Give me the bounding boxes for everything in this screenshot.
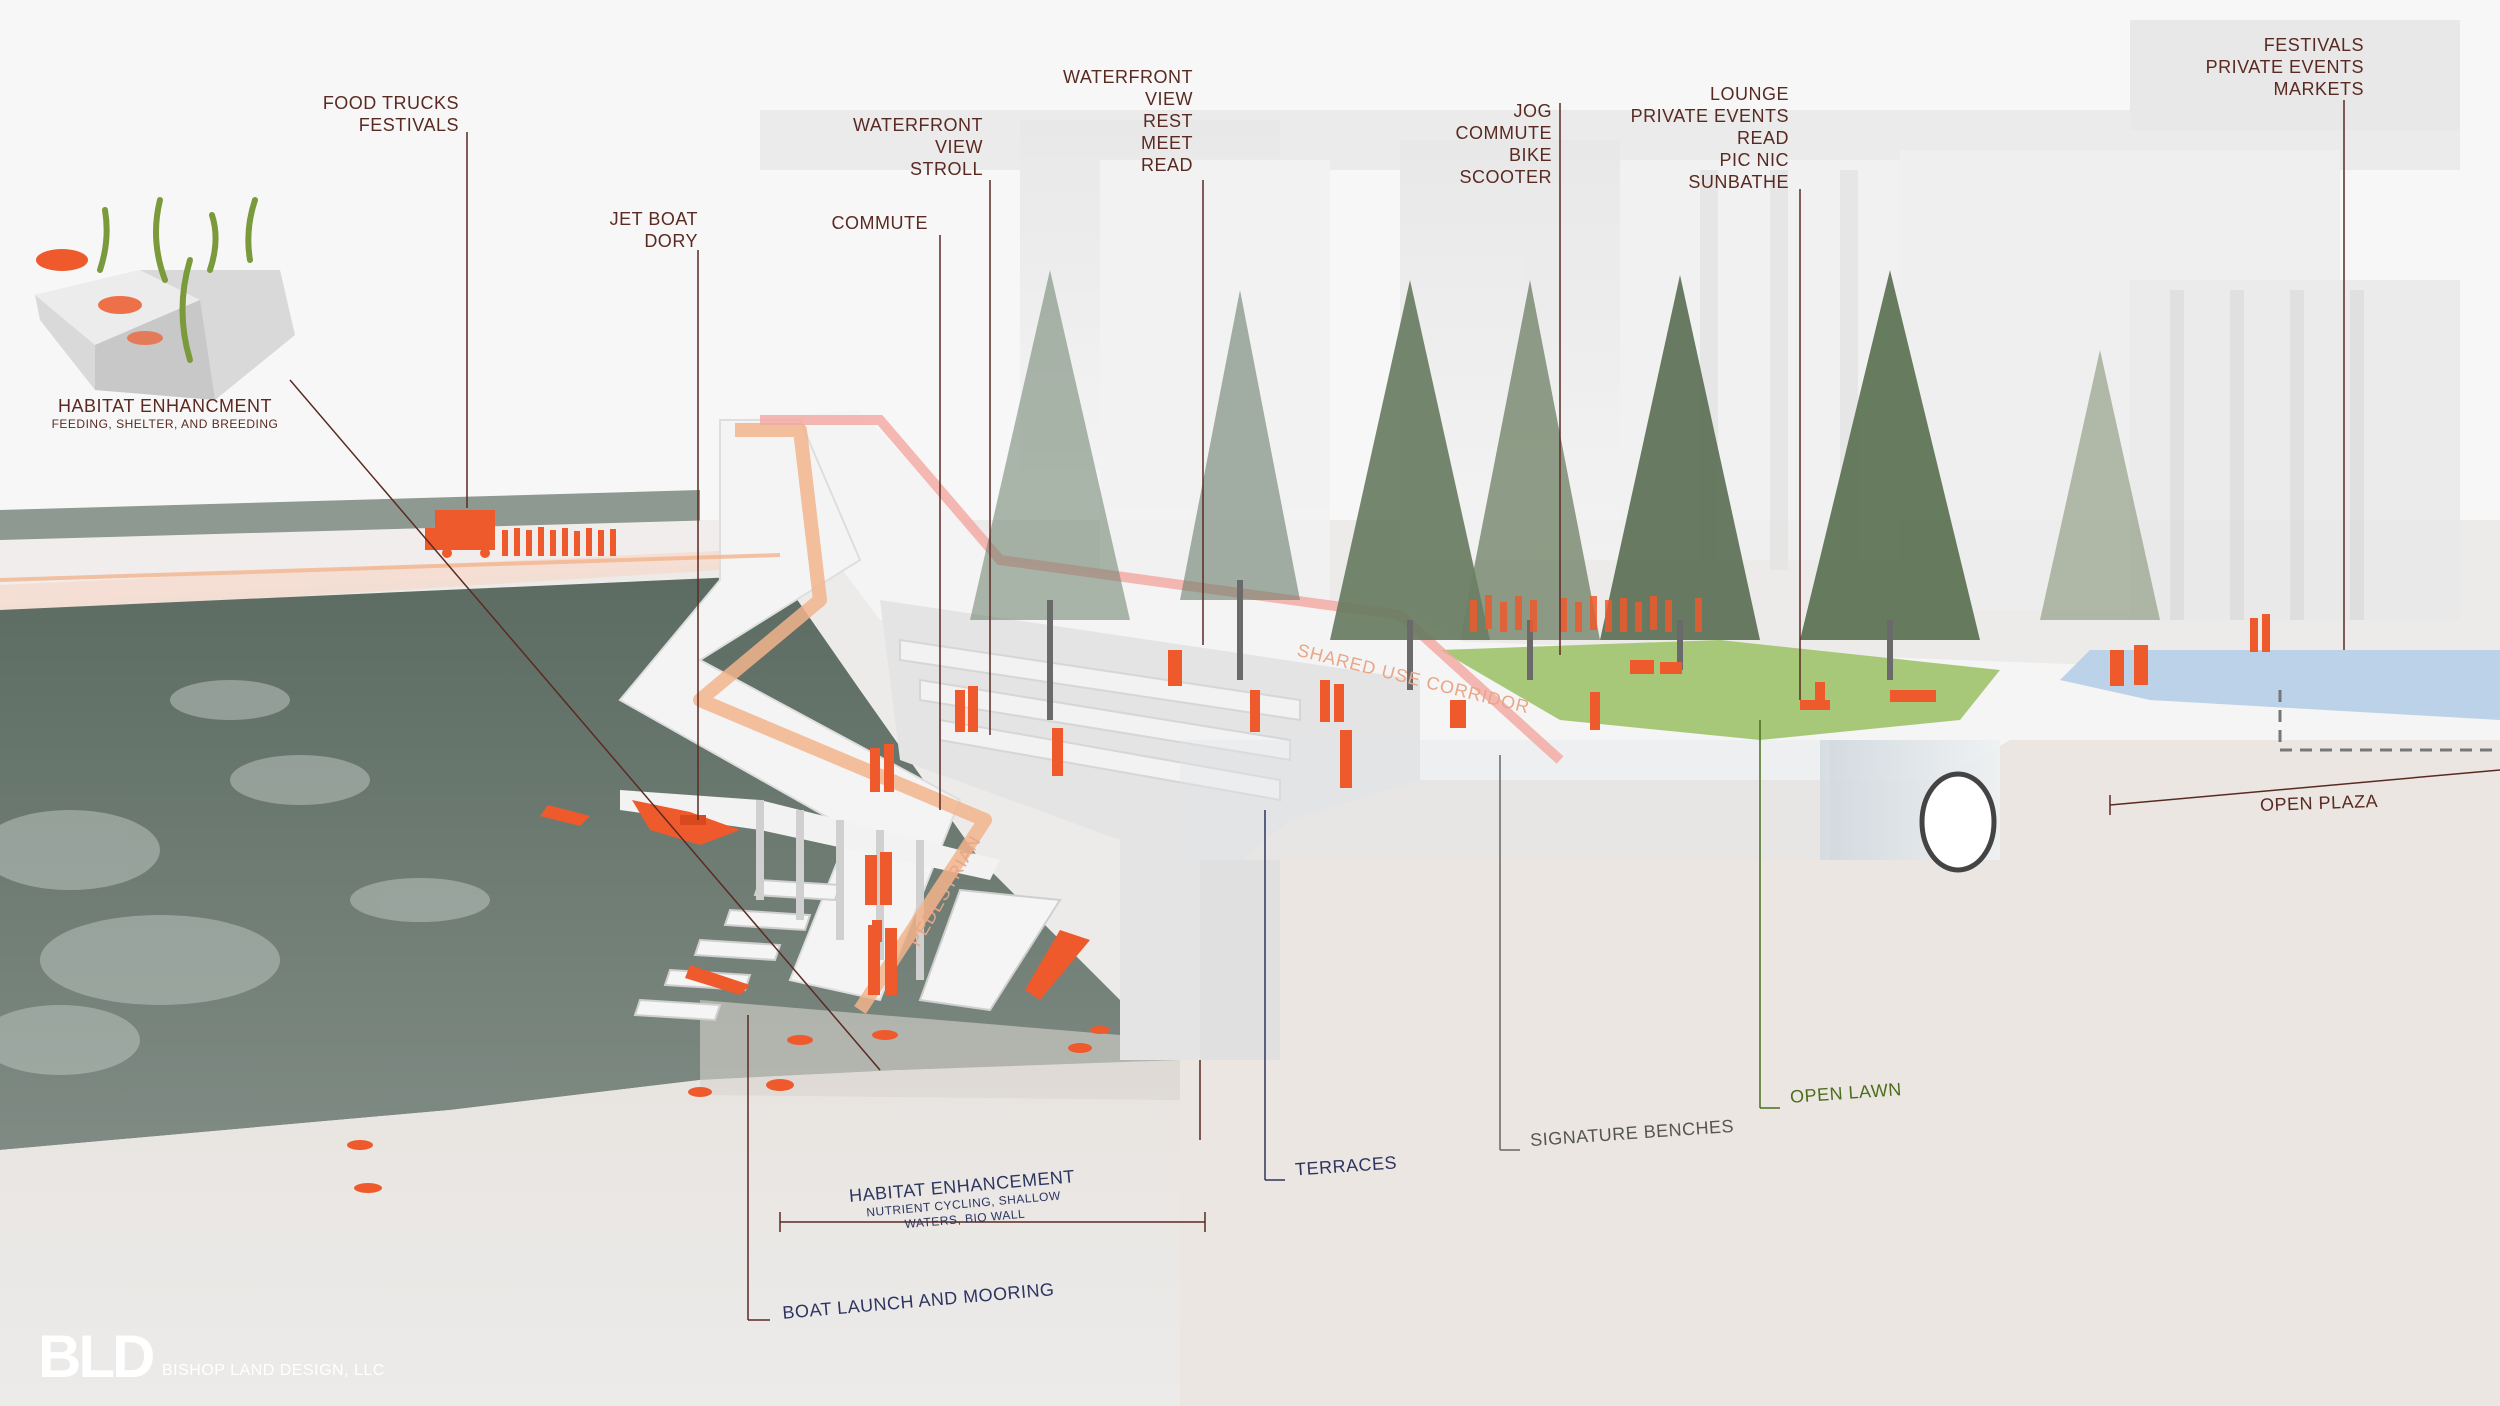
label-festivals: FESTIVALS PRIVATE EVENTS MARKETS (2205, 35, 2364, 99)
trees (970, 270, 2160, 720)
label-commute: COMMUTE (831, 213, 928, 233)
label-waterfront-rest: WATERFRONT VIEW REST MEET READ (1063, 67, 1193, 175)
benches-leader (1499, 755, 1520, 1151)
kayak-2 (685, 965, 750, 995)
dock-slips (633, 878, 1062, 1022)
label-open-plaza: OPEN PLAZA (2259, 790, 2379, 816)
label-lounge: LOUNGE PRIVATE EVENTS READ PIC NIC SUNBA… (1630, 84, 1789, 192)
mooring-dock (620, 790, 1000, 880)
bld-logo: BLD (38, 1323, 155, 1390)
crowd-far (502, 527, 616, 556)
kayak-1 (540, 805, 590, 826)
label-jog-commute: JOG COMMUTE BIKE SCOOTER (1455, 101, 1552, 187)
lawn-leader (1759, 720, 1780, 1109)
crowd-lawn (1470, 595, 1702, 632)
river-water (0, 575, 1180, 1150)
sea-wall (1200, 860, 1280, 1060)
plaza-dash (2278, 690, 2500, 752)
habitat-thumbnail (35, 197, 295, 400)
pedestrian-path (693, 423, 992, 1014)
kayak-3 (1025, 930, 1090, 1000)
bld-logo-name: BISHOP LAND DESIGN, LLC (162, 1362, 385, 1379)
terrace-steps (899, 638, 1301, 802)
label-habitat-top: HABITAT ENHANCMENT FEEDING, SHELTER, AND… (51, 396, 279, 431)
terraces-leader (1264, 810, 1285, 1181)
section-ground (1180, 690, 2500, 1406)
open-plaza-surface (2060, 650, 2500, 720)
leader-lines (289, 100, 2500, 1321)
label-waterfront-stroll: WATERFRONT VIEW STROLL (853, 115, 983, 179)
food-truck (425, 510, 495, 558)
label-jet-boat: JET BOAT DORY (609, 209, 698, 251)
label-food-trucks: FOOD TRUCKS FESTIVALS (322, 93, 459, 135)
fish (347, 1026, 1110, 1193)
people (865, 614, 2270, 995)
open-lawn-surface (1440, 640, 2000, 740)
water-foam (0, 680, 490, 1075)
